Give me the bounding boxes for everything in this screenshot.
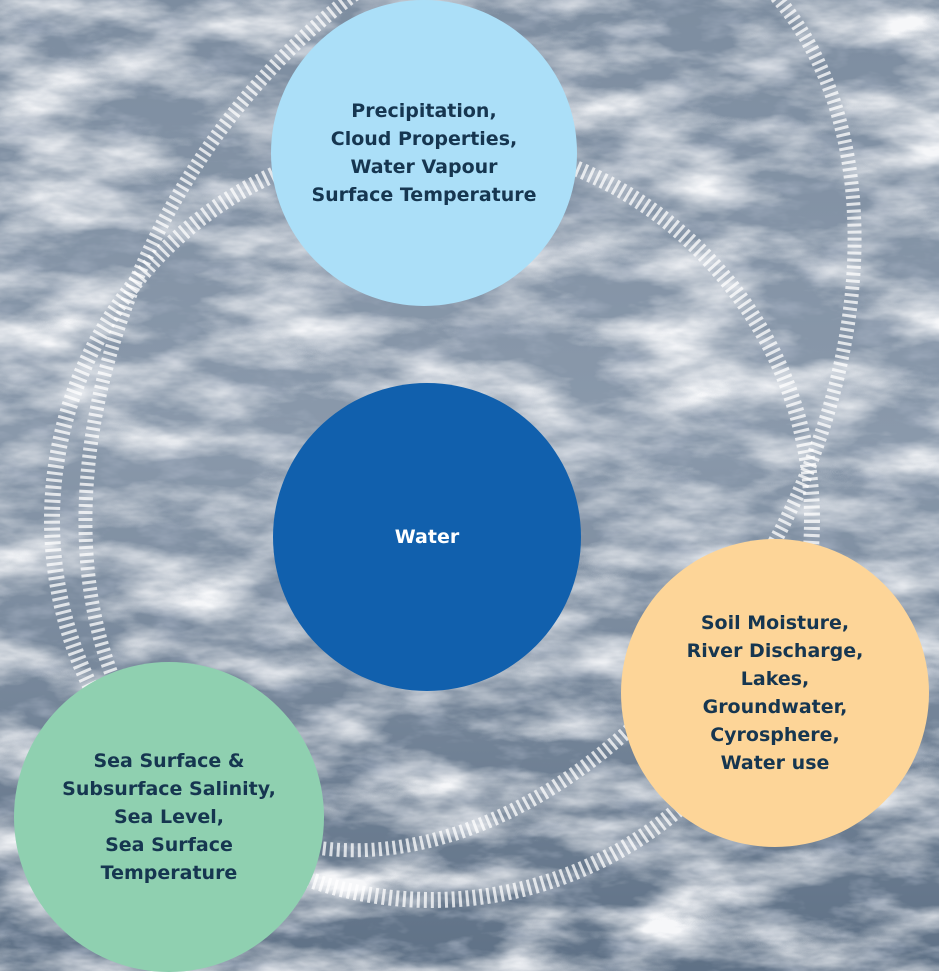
orbit-ring-outer	[44, 132, 820, 908]
node-ocean: Sea Surface & Subsurface Salinity, Sea L…	[14, 662, 324, 972]
node-land: Soil Moisture, River Discharge, Lakes, G…	[621, 539, 929, 847]
node-ocean-label: Sea Surface & Subsurface Salinity, Sea L…	[62, 750, 276, 884]
node-water-center: Water	[273, 383, 581, 691]
node-water-label: Water	[394, 526, 460, 548]
node-atmosphere-label: Precipitation, Cloud Properties, Water V…	[311, 100, 537, 206]
node-land-label: Soil Moisture, River Discharge, Lakes, G…	[686, 612, 864, 774]
node-atmosphere: Precipitation, Cloud Properties, Water V…	[271, 0, 577, 306]
